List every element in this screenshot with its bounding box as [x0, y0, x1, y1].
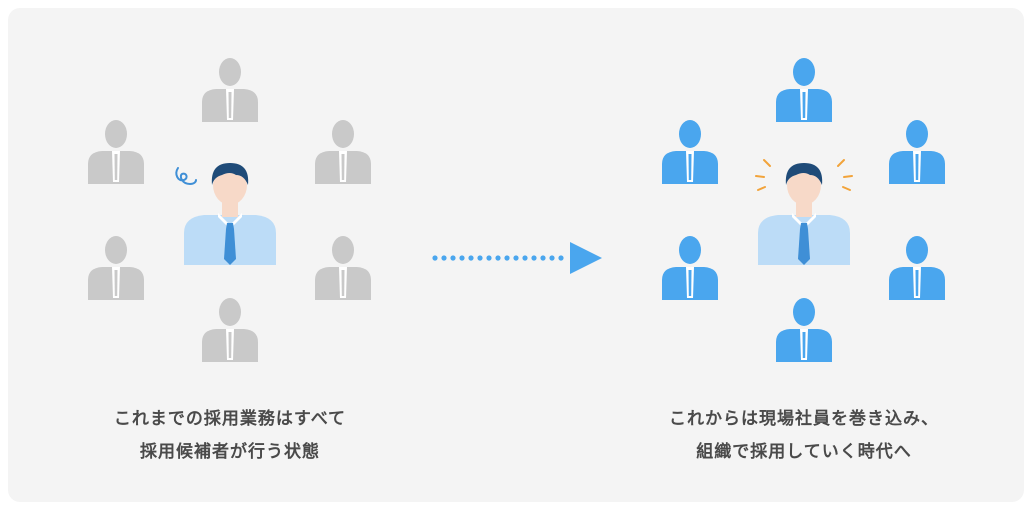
emphasis-lines-icon	[755, 159, 853, 191]
gray-person-icon	[200, 56, 260, 122]
right-caption: これからは現場社員を巻き込み、 組織で採用していく時代へ	[624, 403, 984, 469]
gray-person-icon	[313, 234, 373, 300]
blue-person-icon	[887, 118, 947, 184]
left-caption-line-2: 採用候補者が行う状態	[140, 442, 320, 462]
gray-person-icon	[313, 118, 373, 184]
gray-person-icon	[200, 296, 260, 362]
blue-person-icon	[774, 56, 834, 122]
blue-person-icon	[660, 234, 720, 300]
diagram-panel	[8, 8, 1024, 502]
right-caption-line-2: 組織で採用していく時代へ	[696, 442, 912, 462]
gray-person-icon	[86, 234, 146, 300]
blue-person-icon	[887, 234, 947, 300]
dotted-right-arrow-icon	[432, 242, 602, 274]
blue-person-icon	[774, 296, 834, 362]
right-caption-line-1: これからは現場社員を巻き込み、	[669, 409, 939, 429]
gray-person-icon	[86, 118, 146, 184]
left-caption: これまでの採用業務はすべて 採用候補者が行う状態	[60, 403, 400, 469]
blue-person-icon	[660, 118, 720, 184]
confused-swirl-icon	[175, 167, 197, 186]
left-caption-line-1: これまでの採用業務はすべて	[113, 409, 347, 429]
